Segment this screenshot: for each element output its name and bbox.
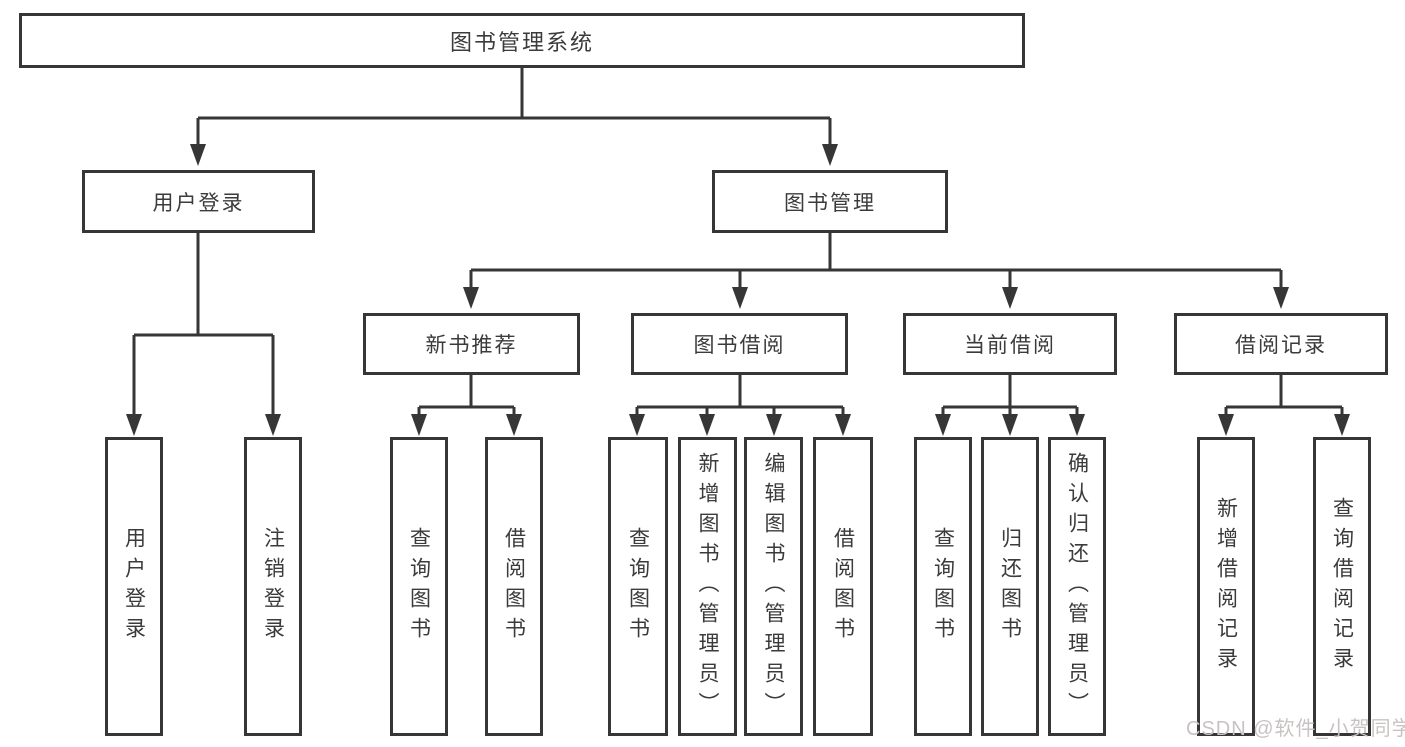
arrowhead-down-icon — [411, 414, 427, 436]
connector-current-borrowing-to-leaves — [941, 375, 1079, 416]
node-book-management: 图书管理 — [712, 170, 948, 233]
arrowhead-down-icon — [1334, 414, 1350, 436]
arrowhead-down-icon — [1002, 414, 1018, 436]
arrowhead-down-icon — [732, 287, 748, 309]
arrowhead-down-icon — [699, 414, 715, 436]
node-user-login: 用户登录 — [82, 170, 315, 233]
arrowhead-down-icon — [835, 414, 851, 436]
node-current-borrowing: 当前借阅 — [903, 313, 1117, 375]
leaf-user-login: 用户登录 — [105, 437, 163, 736]
node-new-book-recommend: 新书推荐 — [363, 313, 580, 375]
connector-user-login-to-leaves — [132, 233, 275, 416]
arrowhead-down-icon — [506, 414, 522, 436]
arrowhead-down-icon — [935, 414, 951, 436]
connector-book-mgmt-to-level3 — [469, 233, 1283, 289]
leaf-query-books-borrowing: 查询图书 — [608, 437, 668, 736]
node-book-borrowing: 图书借阅 — [631, 313, 848, 375]
node-library-system: 图书管理系统 — [19, 13, 1025, 68]
arrowhead-down-icon — [463, 287, 479, 309]
leaf-add-books-admin: 新增图书（管理员） — [678, 437, 737, 736]
leaf-confirm-return-admin: 确认归还（管理员） — [1048, 437, 1106, 736]
arrowhead-down-icon — [190, 144, 206, 166]
leaf-query-books-current: 查询图书 — [914, 437, 972, 736]
connector-new-book-to-leaves — [417, 375, 516, 416]
node-borrowing-records: 借阅记录 — [1174, 313, 1388, 375]
connector-root-to-level2 — [196, 68, 832, 146]
arrowhead-down-icon — [1002, 287, 1018, 309]
arrowhead-down-icon — [1273, 287, 1289, 309]
leaf-query-books-recommend: 查询图书 — [390, 437, 448, 736]
arrowhead-down-icon — [629, 414, 645, 436]
arrowhead-down-icon — [1218, 414, 1234, 436]
leaf-query-borrow-record: 查询借阅记录 — [1313, 437, 1371, 736]
leaf-add-borrow-record: 新增借阅记录 — [1197, 437, 1255, 736]
leaf-borrow-books: 借阅图书 — [813, 437, 873, 736]
arrowhead-down-icon — [822, 144, 838, 166]
connector-borrow-records-to-leaves — [1224, 375, 1344, 416]
leaf-logout: 注销登录 — [244, 437, 302, 736]
arrowhead-down-icon — [265, 414, 281, 436]
leaf-edit-books-admin: 编辑图书（管理员） — [744, 437, 803, 736]
leaf-borrow-books-recommend: 借阅图书 — [485, 437, 543, 736]
arrowhead-down-icon — [1069, 414, 1085, 436]
connector-book-borrowing-to-leaves — [635, 375, 845, 416]
csdn-watermark: CSDN @软件_小贺同学 — [1186, 718, 1405, 740]
arrowhead-down-icon — [766, 414, 782, 436]
leaf-return-books: 归还图书 — [981, 437, 1039, 736]
arrowhead-down-icon — [126, 414, 142, 436]
